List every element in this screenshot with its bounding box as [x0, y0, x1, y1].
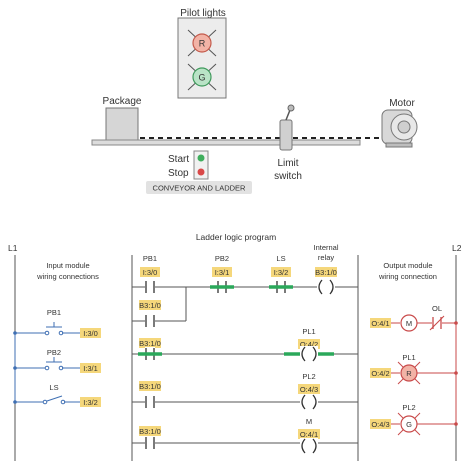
input-ls-label: LS [49, 383, 58, 392]
start-label: Start [168, 154, 189, 165]
rung3-coil-addr: O:4/3 [300, 385, 318, 394]
input-ls-addr: I:3/2 [83, 398, 98, 407]
stop-button-icon [197, 168, 205, 176]
output-pl2-label: PL2 [402, 403, 415, 412]
rung3-addr: B3:1/0 [139, 382, 161, 391]
output-pl1-coil-label: R [406, 369, 412, 378]
output-pl1-addr-tag [370, 368, 391, 378]
panel-caption: CONVEYOR AND LADDER [153, 184, 247, 193]
seal-in-contact-icon [145, 314, 155, 328]
package-box [105, 107, 139, 141]
package-label: Package [103, 96, 142, 107]
rung1-ls-addr-tag [271, 267, 291, 277]
input-title-1: Input module [46, 261, 89, 270]
l1-label: L1 [8, 243, 18, 253]
output-m-addr: O:4/1 [371, 319, 389, 328]
rung1-pb1-contact-icon [145, 280, 155, 294]
input-pb2-label: PB2 [47, 348, 61, 357]
rung1-pb2-contact-icon [210, 280, 234, 294]
output-pl1-addr: O:4/2 [371, 369, 389, 378]
rung1-ls-addr: I:3/2 [274, 268, 289, 277]
input-pb1-label: PB1 [47, 308, 61, 317]
output-pl2-coil-label: G [406, 420, 412, 429]
output-pl1-label: PL1 [402, 353, 415, 362]
internal-relay-label-2: relay [318, 253, 335, 262]
panel-caption-box [146, 181, 252, 194]
motor-label: Motor [389, 98, 415, 109]
rung4-coil-icon [300, 438, 318, 454]
rung1-pb1-label: PB1 [143, 254, 157, 263]
rung3-coil-addr-tag [298, 384, 320, 394]
lamp-g-label: G [198, 73, 205, 83]
ol-label: OL [432, 304, 442, 313]
output-m-coil-label: M [406, 319, 412, 328]
rung2-coil-addr: O:4/2 [300, 340, 318, 349]
rung4-addr: B3:1/0 [139, 427, 161, 436]
internal-relay-coil-icon [317, 279, 335, 295]
rung4-contact-icon [145, 436, 155, 450]
rung2-coil-icon [284, 346, 334, 362]
output-red-lamp-icon [391, 361, 458, 385]
internal-relay-addr-tag [315, 267, 337, 277]
input-pb1-addr: I:3/0 [83, 329, 98, 338]
start-button-icon [197, 154, 205, 162]
rung2-addr-tag [139, 338, 161, 348]
red-pilot-lamp-icon [187, 29, 217, 57]
rung1-pb1-addr-tag [140, 267, 160, 277]
pb1-input-switch-icon [13, 322, 80, 336]
rung2-addr: B3:1/0 [139, 339, 161, 348]
input-pb1-addr-tag [80, 328, 101, 338]
rung2-contact-icon [138, 347, 162, 361]
internal-relay-addr: B3:1/0 [315, 268, 337, 277]
overload-contact-icon [429, 315, 458, 331]
input-title-2: wiring connections [36, 272, 99, 281]
pb2-input-switch-icon [13, 357, 80, 371]
motor-starter-coil-icon [391, 314, 432, 332]
seal-in-addr: B3:1/0 [139, 301, 161, 310]
rung1-pb2-addr-tag [212, 267, 232, 277]
rung4-addr-tag [139, 426, 161, 436]
rung1-ls-label: LS [276, 254, 285, 263]
ladder-title: Ladder logic program [196, 232, 276, 242]
lamp-r-label: R [199, 39, 206, 49]
rung4-coil-addr: O:4/1 [300, 430, 318, 439]
rung2-pl1-label: PL1 [302, 327, 315, 336]
input-pb2-addr-tag [80, 363, 101, 373]
output-title-2: wiring connection [378, 272, 437, 281]
rung4-m-label: M [306, 417, 312, 426]
rung1-pb1-addr: I:3/0 [143, 268, 158, 277]
rung4-coil-addr-tag [298, 429, 320, 439]
input-ls-addr-tag [80, 397, 101, 407]
rung1-pb2-label: PB2 [215, 254, 229, 263]
ls-input-switch-icon [13, 395, 80, 405]
rung3-coil-icon [300, 394, 318, 410]
output-m-addr-tag [370, 318, 391, 328]
rung3-addr-tag [139, 381, 161, 391]
switch-label: switch [274, 171, 302, 182]
l2-label: L2 [452, 243, 462, 253]
limit-switch-icon [279, 104, 295, 151]
rung2-coil-addr-tag [298, 339, 320, 349]
limit-label: Limit [277, 158, 298, 169]
pilot-lights-label: Pilot lights [180, 8, 226, 19]
conveyor-belt [91, 139, 361, 146]
motor-icon [381, 109, 418, 148]
seal-in-addr-tag [139, 300, 161, 310]
output-pl2-addr: O:4/3 [371, 420, 389, 429]
internal-relay-label-1: Internal [313, 243, 338, 252]
rung1-ls-contact-icon [269, 280, 293, 294]
output-pl2-addr-tag [370, 419, 391, 429]
output-title-1: Output module [383, 261, 432, 270]
rung3-contact-icon [145, 395, 155, 409]
rung1-pb2-addr: I:3/1 [215, 268, 230, 277]
output-green-lamp-icon [391, 412, 458, 436]
input-pb2-addr: I:3/1 [83, 364, 98, 373]
stop-label: Stop [168, 168, 189, 179]
green-pilot-lamp-icon [187, 63, 217, 91]
rung3-pl2-label: PL2 [302, 372, 315, 381]
